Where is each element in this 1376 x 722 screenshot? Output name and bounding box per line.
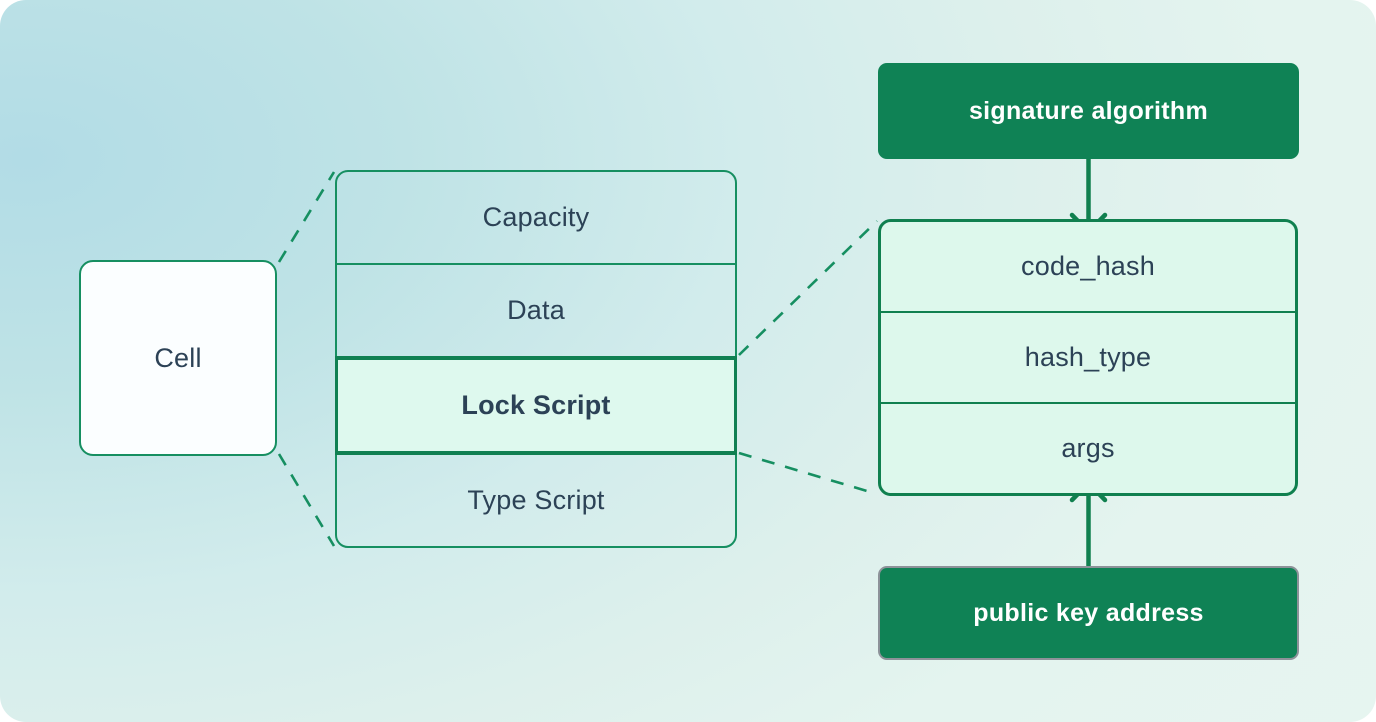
public-key-address-node[interactable]: public key address	[878, 566, 1299, 660]
connector-lockscript-to-script-bottom	[738, 451, 878, 496]
cell-fields-group: Capacity Data Lock Script Type Script	[335, 170, 737, 548]
connector-cell-to-fields-top	[277, 171, 336, 263]
signature-algorithm-node[interactable]: signature algorithm	[878, 63, 1299, 159]
cell-field-capacity-label: Capacity	[482, 202, 590, 232]
cell-field-data[interactable]: Data	[337, 263, 735, 356]
connector-lockscript-to-script-top	[738, 220, 878, 356]
cell-field-type-script[interactable]: Type Script	[337, 455, 735, 546]
script-field-args-label: args	[1061, 433, 1115, 463]
script-field-code-hash[interactable]: code_hash	[881, 222, 1295, 311]
cell-field-data-label: Data	[507, 295, 565, 325]
connector-cell-to-fields-bottom	[277, 453, 336, 547]
script-field-hash-type-label: hash_type	[1024, 342, 1152, 372]
script-field-hash-type[interactable]: hash_type	[881, 311, 1295, 402]
script-fields-group: code_hash hash_type args	[878, 219, 1298, 496]
public-key-address-label: public key address	[973, 598, 1204, 627]
signature-algorithm-label: signature algorithm	[968, 96, 1209, 125]
script-field-code-hash-label: code_hash	[1021, 251, 1155, 281]
script-field-args[interactable]: args	[881, 402, 1295, 493]
cell-node[interactable]: Cell	[79, 260, 277, 456]
cell-field-capacity[interactable]: Capacity	[337, 172, 735, 263]
cell-field-lock-script[interactable]: Lock Script	[335, 356, 737, 455]
cell-field-type-script-label: Type Script	[467, 485, 605, 515]
cell-node-label: Cell	[154, 342, 202, 373]
cell-field-lock-script-label: Lock Script	[461, 390, 611, 420]
